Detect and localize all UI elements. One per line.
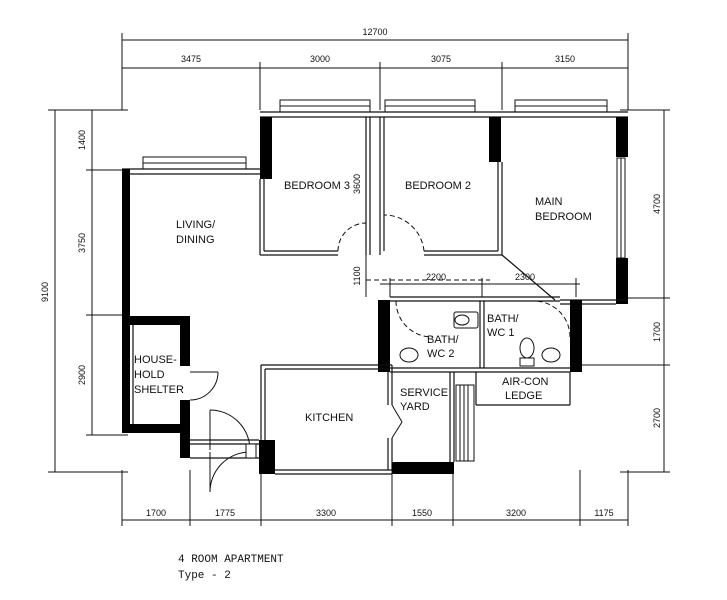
dim-top-1: 3475 [181, 54, 201, 64]
caption-type: Type - 2 [178, 570, 231, 582]
dim-right-1: 4700 [652, 194, 662, 214]
dim-bottom-1: 1700 [146, 508, 166, 518]
label-bedroom-3: BEDROOM 3 [284, 180, 350, 192]
dim-left-2: 3750 [77, 233, 87, 253]
label-aircon-line1: AIR-CON [502, 376, 549, 388]
dim-bottom-3: 3300 [316, 508, 336, 518]
label-living-line1: LIVING/ [176, 219, 216, 231]
label-shelter-line1: HOUSE- [134, 354, 177, 366]
dim-inner-2200: 2200 [426, 272, 446, 282]
dim-right-2: 1700 [652, 322, 662, 342]
label-main-bedroom-line2: BEDROOM [535, 211, 592, 223]
dim-bottom-5: 3200 [506, 508, 526, 518]
dim-inner-3600: 3600 [352, 174, 362, 194]
label-main-bedroom-line1: MAIN [535, 196, 563, 208]
label-bath1-line1: BATH/ [487, 313, 520, 325]
caption: 4 ROOM APARTMENT Type - 2 [178, 554, 284, 582]
doors [189, 214, 571, 493]
dim-bottom-6: 1175 [594, 508, 613, 518]
label-living-line2: DINING [176, 234, 215, 246]
left-dimensions: 9100 1400 3750 2900 [40, 109, 128, 473]
dim-left-1: 1400 [77, 130, 87, 150]
dim-right-3: 2700 [652, 408, 662, 428]
label-bedroom-2: BEDROOM 2 [405, 180, 471, 192]
dim-top-2: 3000 [310, 54, 330, 64]
label-bath1-line2: WC 1 [487, 327, 515, 339]
label-bath2-line2: WC 2 [427, 348, 455, 360]
right-dimensions: 4700 1700 2700 [580, 109, 670, 473]
bottom-dimensions: 1700 1775 3300 1550 3200 1175 [121, 470, 629, 526]
dim-inner-1100: 1100 [352, 266, 362, 285]
walls [122, 111, 628, 475]
dim-top-3: 3075 [431, 54, 451, 64]
label-bath2-line1: BATH/ [427, 334, 460, 346]
dim-left-total: 9100 [40, 282, 50, 302]
room-labels: BEDROOM 3 BEDROOM 2 MAIN BEDROOM LIVING/… [134, 180, 592, 424]
label-aircon-line2: LEDGE [505, 390, 542, 402]
label-kitchen: KITCHEN [305, 412, 353, 424]
label-shelter-line2: HOLD [134, 369, 165, 381]
label-service-yard-line2: YARD [400, 401, 430, 413]
caption-title: 4 ROOM APARTMENT [178, 554, 284, 566]
inner-dimensions: 3600 1100 2200 2300 [352, 117, 580, 297]
dim-left-3: 2900 [77, 365, 87, 385]
dim-bottom-2: 1775 [215, 508, 235, 518]
top-dimensions: 12700 3475 3000 3075 3150 [121, 27, 629, 110]
fixtures [399, 311, 561, 367]
dim-top-4: 3150 [555, 54, 575, 64]
dim-inner-2300: 2300 [515, 272, 535, 282]
label-service-yard-line1: SERVICE [400, 387, 448, 399]
label-shelter-line3: SHELTER [134, 384, 184, 396]
dim-bottom-4: 1550 [412, 508, 432, 518]
dim-overall-width: 12700 [362, 27, 387, 37]
